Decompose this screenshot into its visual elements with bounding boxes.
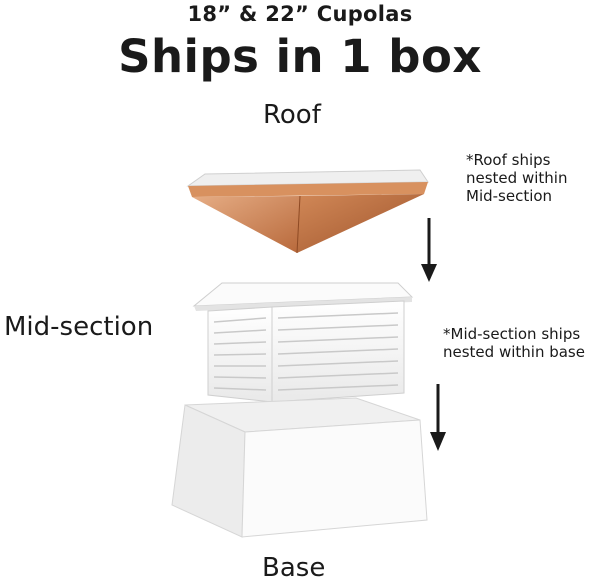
louvers bbox=[213, 312, 399, 391]
roof-left-face bbox=[192, 196, 300, 253]
mid-note-line: nested within base bbox=[443, 343, 585, 361]
roof-shipping-note: *Roof ships nested within Mid-section bbox=[466, 151, 596, 205]
roof-note-line: *Roof ships bbox=[466, 151, 551, 169]
arrow-down-icon bbox=[421, 218, 437, 282]
roof-ridge bbox=[296, 195, 301, 254]
roof-edge bbox=[188, 182, 428, 197]
arrow-down-icon bbox=[430, 384, 446, 451]
mid-section-part bbox=[192, 282, 414, 403]
roof-right-face bbox=[297, 194, 424, 253]
subtitle: 18” & 22” Cupolas bbox=[187, 2, 413, 26]
base-front-face bbox=[241, 419, 428, 538]
mid-section-label: Mid-section bbox=[4, 312, 154, 342]
roof-part bbox=[186, 169, 429, 254]
roof-note-line: nested within bbox=[466, 169, 568, 187]
base-part bbox=[171, 397, 428, 538]
headline: Ships in 1 box bbox=[118, 30, 482, 83]
roof-label: Roof bbox=[263, 100, 321, 130]
mid-section-shipping-note: *Mid-section ships nested within base bbox=[443, 325, 600, 361]
mid-note-line: *Mid-section ships bbox=[443, 325, 581, 343]
roof-note-line: Mid-section bbox=[466, 187, 553, 205]
base-label: Base bbox=[262, 553, 326, 583]
mid-cap-edge bbox=[194, 297, 412, 311]
